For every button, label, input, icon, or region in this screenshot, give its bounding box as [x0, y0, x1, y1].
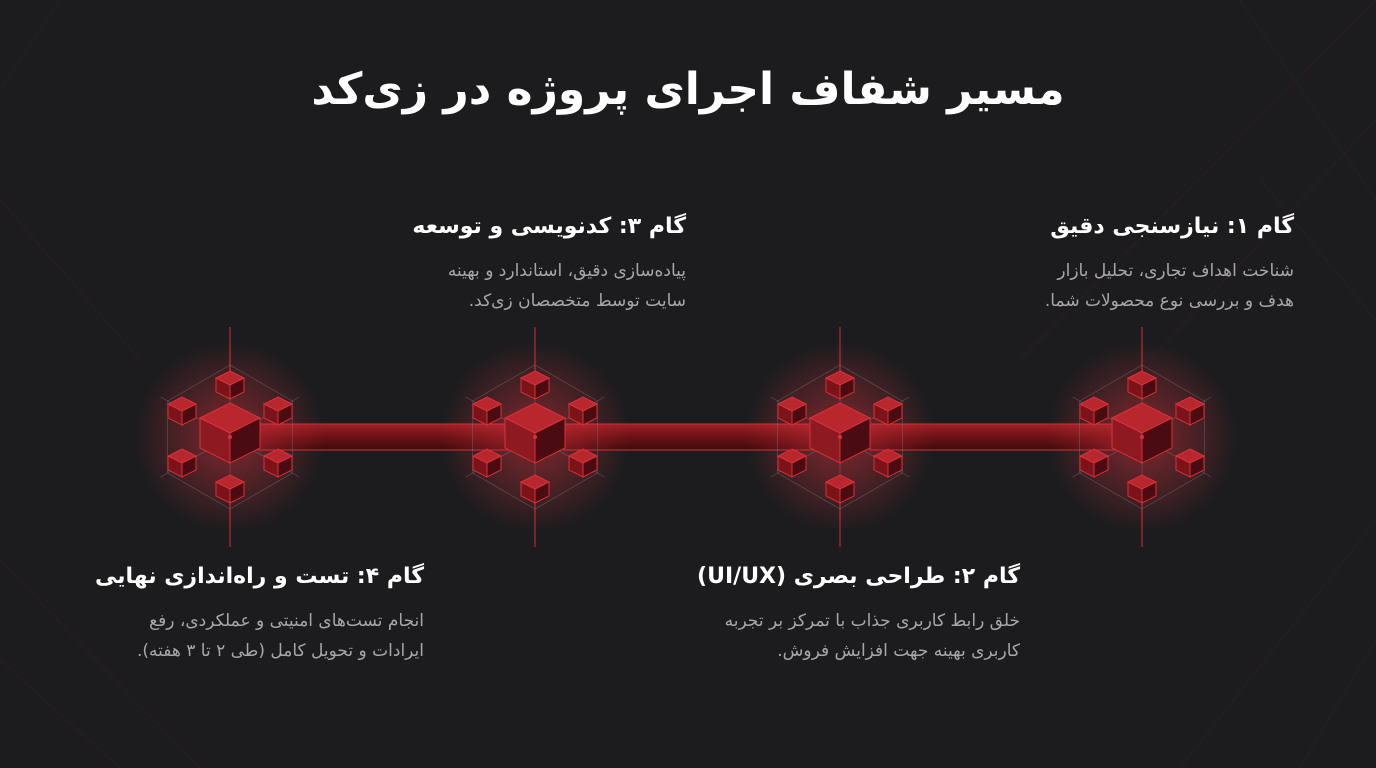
step-4-description-line1: انجام تست‌های امنیتی و عملکردی، رفع: [149, 611, 424, 631]
cube-network-icon: [1140, 435, 1144, 439]
page-title: مسیر شفاف اجرای پروژه در زی‌کد: [311, 64, 1065, 115]
step-1-title: گام ۱: نیازسنجی دقیق: [1050, 214, 1294, 239]
node-step-4: [135, 327, 325, 547]
step-3-description-line2: سایت توسط متخصصان زی‌کد.: [468, 291, 686, 311]
cube-network-icon: [838, 435, 842, 439]
step-3-title: گام ۳: کدنویسی و توسعه: [412, 214, 686, 239]
step-4-description-line2: ایرادات و تحویل کامل (طی ۲ تا ۳ هفته).: [136, 641, 424, 661]
step-1-description-line2: هدف و بررسی نوع محصولات شما.: [1044, 291, 1294, 311]
step-3: گام ۳: کدنویسی و توسعه پیاده‌سازی دقیق، …: [346, 212, 686, 316]
step-2-title: گام ۲: طراحی بصری (UI/UX): [697, 564, 1020, 589]
step-4: گام ۴: تست و راه‌اندازی نهایی انجام تست‌…: [64, 562, 424, 666]
step-1-description-line1: شناخت اهداف تجاری، تحلیل بازار: [1057, 261, 1294, 281]
cube-network-icon: [228, 435, 232, 439]
step-2: گام ۲: طراحی بصری (UI/UX) خلق رابط کاربر…: [660, 562, 1020, 666]
node-step-1: [1047, 327, 1237, 547]
step-1: گام ۱: نیازسنجی دقیق شناخت اهداف تجاری، …: [964, 212, 1294, 316]
node-step-3: [440, 327, 630, 547]
step-3-description-line1: پیاده‌سازی دقیق، استاندارد و بهینه: [447, 261, 686, 281]
step-2-description-line1: خلق رابط کاربری جذاب با تمرکز بر تجربه: [724, 611, 1020, 631]
node-step-2: [745, 327, 935, 547]
step-2-description-line2: کاربری بهینه جهت افزایش فروش.: [777, 641, 1020, 661]
step-4-title: گام ۴: تست و راه‌اندازی نهایی: [95, 564, 424, 589]
cube-network-icon: [533, 435, 537, 439]
connector-bars: [257, 423, 1121, 451]
